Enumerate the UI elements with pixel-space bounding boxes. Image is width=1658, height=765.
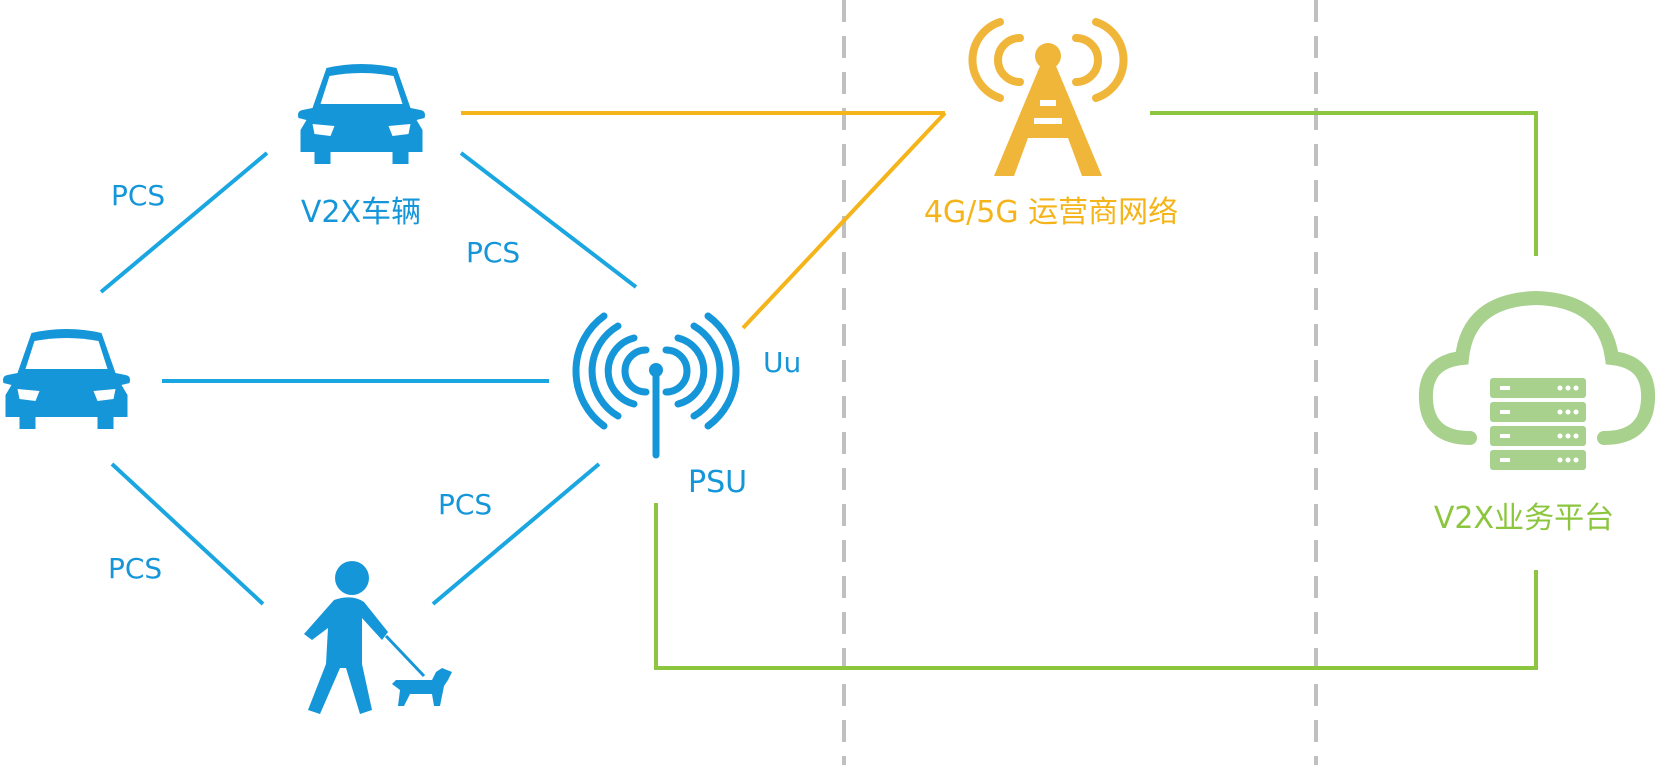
- backhaul-links: [654, 111, 1538, 670]
- pcs-label-bottom-right: PCS: [438, 488, 492, 521]
- pcs-label-top-left: PCS: [111, 179, 165, 212]
- pcs-label-bottom-left: PCS: [108, 552, 162, 585]
- antenna-icon: [572, 312, 740, 459]
- pcs-links: [99, 151, 638, 606]
- carrier-network-label: 4G/5G 运营商网络: [924, 195, 1178, 230]
- vehicle-top-label: V2X车辆: [301, 195, 421, 230]
- link-psu-to-tower: [741, 111, 947, 330]
- car-icon: [3, 329, 130, 429]
- tower-node: 4G/5G 运营商网络: [924, 18, 1178, 230]
- uu-label: Uu: [763, 346, 801, 379]
- car-icon: [298, 64, 425, 164]
- zone-separators: [842, 0, 1318, 765]
- psu-node: PSU: [572, 312, 747, 500]
- uu-links: [461, 111, 947, 330]
- vehicle-top: V2X车辆: [298, 64, 425, 230]
- link-tower-to-platform: [1150, 111, 1538, 256]
- link-car-left-to-pedestrian: [110, 462, 265, 606]
- link-labels: PCS PCS PCS PCS Uu: [108, 179, 801, 585]
- cell-tower-icon: [968, 18, 1128, 176]
- psu-label: PSU: [688, 465, 747, 500]
- vehicle-left: [3, 329, 130, 429]
- v2x-platform-label: V2X业务平台: [1434, 501, 1614, 536]
- pedestrian: [304, 561, 452, 714]
- pedestrian-with-dog-icon: [304, 561, 452, 714]
- pcs-label-top-right: PCS: [466, 236, 520, 269]
- link-psu-to-platform: [654, 503, 1538, 670]
- cloud-server-icon: [1418, 290, 1656, 470]
- link-pedestrian-to-psu: [431, 462, 601, 606]
- platform-node: V2X业务平台: [1418, 290, 1656, 536]
- link-car-left-to-car-top: [99, 151, 269, 294]
- link-car-top-to-psu: [459, 151, 638, 289]
